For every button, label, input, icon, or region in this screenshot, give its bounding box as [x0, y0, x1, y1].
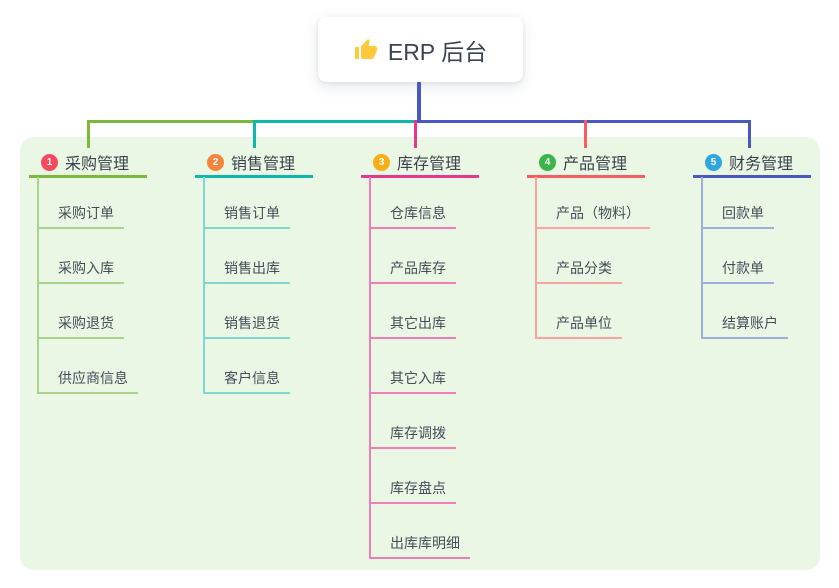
branch-underline: [361, 175, 479, 178]
branch-number-badge: 1: [41, 153, 58, 171]
child-node[interactable]: 产品分类: [535, 259, 622, 284]
branch-label: 产品管理: [563, 156, 628, 173]
branch-underline: [527, 175, 645, 178]
root-node[interactable]: ERP 后台: [318, 17, 523, 82]
child-rail: [369, 177, 371, 558]
child-rail: [203, 177, 205, 393]
branch-underline: [29, 175, 147, 178]
connector-root: [417, 82, 421, 123]
branch-node-4[interactable]: 4 产品管理: [539, 150, 627, 174]
branch-node-5[interactable]: 5 财务管理: [705, 150, 793, 174]
child-node[interactable]: 产品单位: [535, 314, 622, 339]
child-node[interactable]: 回款单: [701, 204, 774, 229]
child-node[interactable]: 销售出库: [203, 259, 290, 284]
branch-number-badge: 5: [705, 153, 722, 171]
child-rail: [37, 177, 39, 393]
child-node[interactable]: 付款单: [701, 259, 774, 284]
child-rail: [535, 177, 537, 338]
branch-number-badge: 4: [539, 153, 556, 171]
child-node[interactable]: 仓库信息: [369, 204, 456, 229]
child-node[interactable]: 产品（物料）: [535, 204, 650, 229]
connector-drop-branch1: [87, 120, 90, 148]
root-title: ERP 后台: [387, 38, 488, 65]
child-node[interactable]: 库存盘点: [369, 479, 456, 504]
branch-node-2[interactable]: 2 销售管理: [207, 150, 295, 174]
branch-label: 库存管理: [397, 156, 462, 173]
child-node[interactable]: 库存调拨: [369, 424, 456, 449]
child-node[interactable]: 采购订单: [37, 204, 124, 229]
branch-underline: [693, 175, 811, 178]
branch-label: 财务管理: [729, 156, 794, 173]
child-node[interactable]: 销售退货: [203, 314, 290, 339]
child-node[interactable]: 结算账户: [701, 314, 788, 339]
child-rail: [701, 177, 703, 338]
child-node[interactable]: 销售订单: [203, 204, 290, 229]
connector-drop-branch2: [253, 120, 256, 148]
thumbs-up-icon: [354, 38, 378, 62]
child-node[interactable]: 采购入库: [37, 259, 124, 284]
child-node[interactable]: 产品库存: [369, 259, 456, 284]
mindmap-panel: [20, 137, 820, 570]
branch-number-badge: 2: [207, 153, 224, 171]
child-node[interactable]: 出库库明细: [369, 534, 470, 559]
branch-node-1[interactable]: 1 采购管理: [41, 150, 129, 174]
connector-drop-branch4: [584, 120, 587, 148]
connector-drop-branch3: [414, 120, 417, 148]
child-node[interactable]: 供应商信息: [37, 369, 138, 394]
child-node[interactable]: 其它出库: [369, 314, 456, 339]
connector-branch2: [253, 120, 420, 123]
connector-drop-branch5: [748, 120, 751, 148]
branch-underline: [195, 175, 313, 178]
child-node[interactable]: 其它入库: [369, 369, 456, 394]
branch-label: 采购管理: [65, 156, 130, 173]
child-node[interactable]: 采购退货: [37, 314, 124, 339]
branch-label: 销售管理: [231, 156, 296, 173]
branch-node-3[interactable]: 3 库存管理: [373, 150, 461, 174]
child-node[interactable]: 客户信息: [203, 369, 290, 394]
branch-number-badge: 3: [373, 153, 390, 171]
